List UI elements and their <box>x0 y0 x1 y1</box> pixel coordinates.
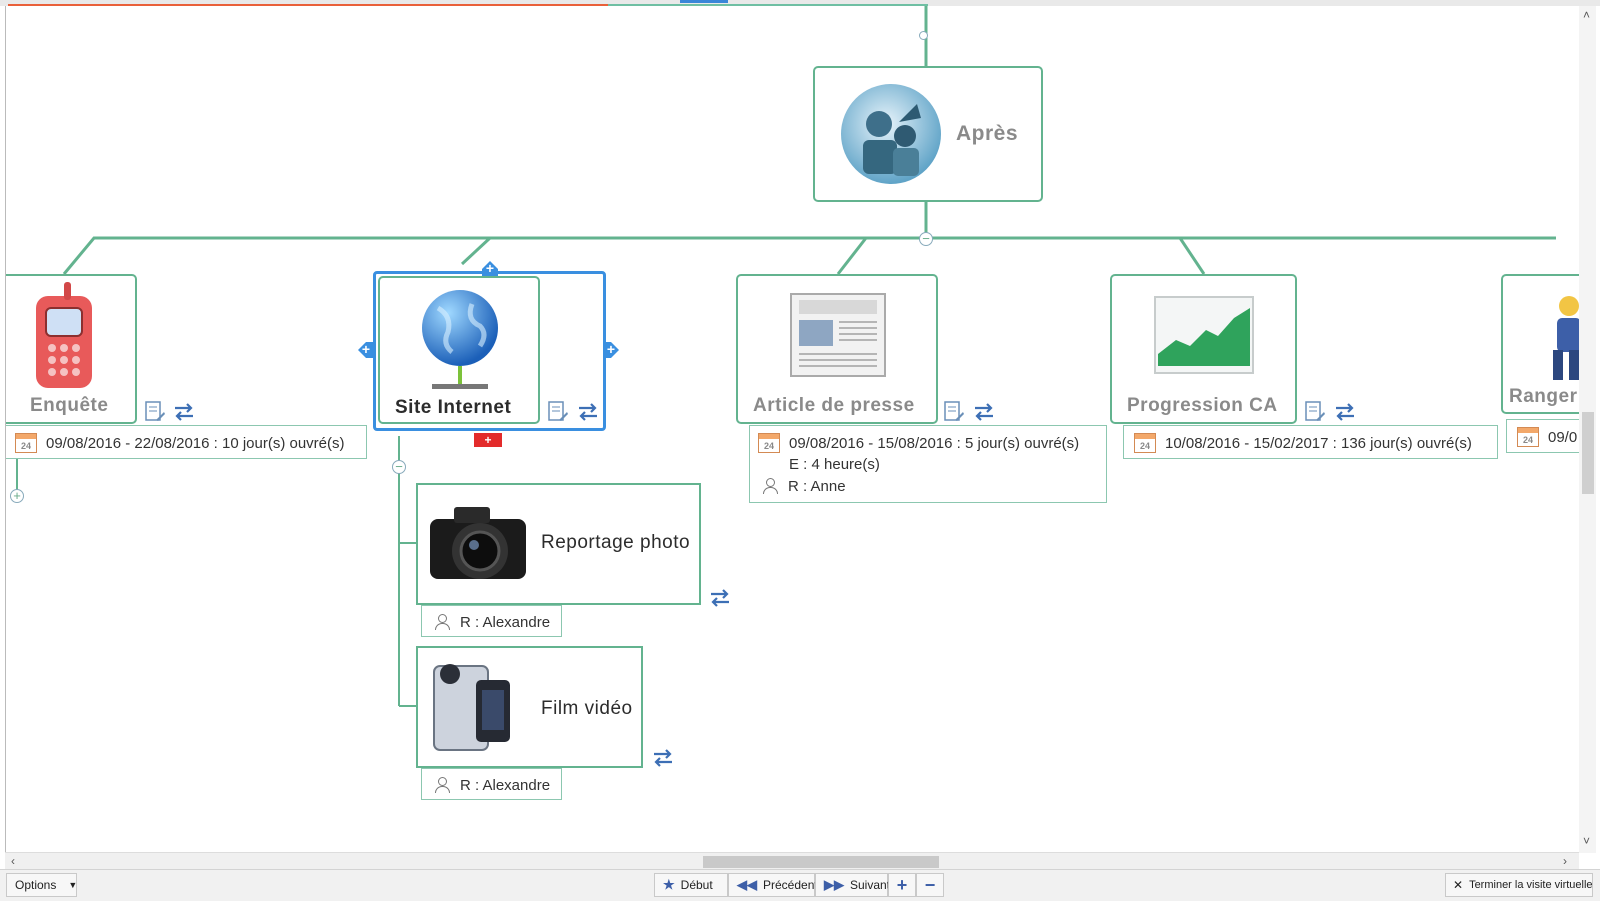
node-article-presse-resource: R : Anne <box>788 477 846 495</box>
chevron-down-icon: ▼ <box>68 880 78 890</box>
person-icon <box>762 478 778 494</box>
progress-strip-marker <box>680 0 728 3</box>
zoom-out-button[interactable]: − <box>916 873 944 897</box>
options-label: Options <box>15 878 57 892</box>
debut-button[interactable]: ★ Début <box>654 873 728 897</box>
newspaper-icon <box>790 293 886 377</box>
phone-icon <box>36 282 92 388</box>
growth-chart-icon <box>1154 296 1254 374</box>
plus-icon: + <box>896 874 908 895</box>
node-progression-ca-label: Progression CA <box>1127 395 1278 416</box>
link-icon[interactable] <box>1333 402 1357 422</box>
node-progression-ca[interactable]: Progression CA <box>1110 274 1297 424</box>
person-icon <box>434 777 450 793</box>
add-left-handle[interactable]: + <box>358 342 374 358</box>
node-ranger-date: 09/0 <box>1548 428 1578 446</box>
calendar-icon: 24 <box>1134 433 1156 453</box>
zoom-in-button[interactable]: + <box>888 873 916 897</box>
node-ranger[interactable]: Ranger <box>1501 274 1580 414</box>
root-collapse-button[interactable]: − <box>919 232 933 246</box>
node-site-internet-collapse[interactable]: − <box>392 460 406 474</box>
child-reportage-photo[interactable]: Reportage photo <box>416 483 701 605</box>
child-film-video-label: Film vidéo <box>541 698 633 719</box>
link-icon[interactable] <box>172 402 196 422</box>
debut-label: Début <box>680 878 713 892</box>
node-enquete-label: Enquête <box>30 395 109 416</box>
root-top-collapse[interactable] <box>919 31 928 40</box>
person-icon <box>434 614 450 630</box>
terminer-label: Terminer la visite virtuelle <box>1469 879 1593 891</box>
presentation-toolbar: Options ▼ ★ Début ◀◀ Précédent ▶▶ Suivan… <box>0 869 1600 901</box>
suivant-button[interactable]: ▶▶ Suivant <box>815 873 891 897</box>
people-icon <box>841 84 941 184</box>
node-article-presse-effort: E : 4 heure(s) <box>789 455 880 473</box>
precedent-button[interactable]: ◀◀ Précédent <box>728 873 818 897</box>
note-icon[interactable] <box>547 400 569 422</box>
child-film-video[interactable]: Film vidéo <box>416 646 643 768</box>
add-top-handle[interactable]: + <box>482 261 498 277</box>
scroll-right-arrow[interactable]: › <box>1563 854 1567 868</box>
options-button[interactable]: Options ▼ <box>6 873 77 897</box>
link-icon[interactable] <box>972 402 996 422</box>
node-enquete-date: 09/08/2016 - 22/08/2016 : 10 jour(s) ouv… <box>46 434 345 452</box>
child-reportage-photo-resource: R : Alexandre <box>460 613 551 631</box>
video-camera-icon <box>433 664 510 751</box>
connector-lines <box>16 6 1556 707</box>
star-icon: ★ <box>663 877 675 892</box>
note-icon[interactable] <box>144 400 166 422</box>
note-icon[interactable] <box>1304 400 1326 422</box>
camera-icon <box>430 507 526 579</box>
node-enquete-info: 24 09/08/2016 - 22/08/2016 : 10 jour(s) o… <box>6 425 367 459</box>
calendar-icon: 24 <box>15 433 37 453</box>
horizontal-scroll-thumb[interactable] <box>703 856 939 868</box>
node-article-presse-date: 09/08/2016 - 15/08/2016 : 5 jour(s) ouvr… <box>789 434 1080 452</box>
calendar-icon: 24 <box>1517 427 1539 447</box>
calendar-icon: 24 <box>758 433 780 453</box>
node-progression-ca-info: 24 10/08/2016 - 15/02/2017 : 136 jour(s) … <box>1123 425 1498 459</box>
node-site-internet[interactable]: Site Internet <box>378 276 540 424</box>
node-ranger-label: Ranger <box>1509 386 1578 407</box>
child-reportage-photo-info: R : Alexandre <box>421 605 562 637</box>
globe-icon <box>422 290 498 389</box>
node-ranger-info: 24 09/0 <box>1506 419 1580 453</box>
root-node-label: Après <box>956 122 1019 145</box>
node-article-presse[interactable]: Article de presse <box>736 274 938 424</box>
child-film-video-info: R : Alexandre <box>421 768 562 800</box>
suivant-label: Suivant <box>850 878 891 892</box>
scroll-left-arrow[interactable]: ‹ <box>11 854 15 868</box>
node-enquete-expand[interactable]: + <box>10 489 24 503</box>
link-icon[interactable] <box>708 588 732 608</box>
progress-strip-red <box>8 4 608 6</box>
horizontal-scrollbar[interactable]: ‹ › <box>5 852 1579 870</box>
terminer-visite-button[interactable]: ✕ Terminer la visite virtuelle <box>1445 873 1593 897</box>
swiss-flag-icon: + <box>474 433 502 447</box>
scroll-down-arrow[interactable]: ˅ <box>1583 834 1591 848</box>
previous-icon: ◀◀ <box>737 877 757 892</box>
child-reportage-photo-label: Reportage photo <box>541 532 691 553</box>
add-right-handle[interactable]: + <box>603 342 619 358</box>
node-article-presse-label: Article de presse <box>753 395 915 416</box>
mindmap-canvas[interactable]: − Après Enquête <box>5 6 1580 853</box>
vertical-scroll-thumb[interactable] <box>1582 412 1594 494</box>
node-article-presse-info: 24 09/08/2016 - 15/08/2016 : 5 jour(s) ou… <box>749 425 1107 503</box>
progress-strip <box>0 0 1600 6</box>
note-icon[interactable] <box>943 400 965 422</box>
node-enquete[interactable]: Enquête <box>6 274 137 424</box>
scroll-up-arrow[interactable]: ˄ <box>1583 8 1591 22</box>
precedent-label: Précédent <box>763 878 818 892</box>
next-icon: ▶▶ <box>824 877 844 892</box>
link-icon[interactable] <box>576 402 600 422</box>
node-site-internet-label: Site Internet <box>395 397 512 418</box>
node-progression-ca-date: 10/08/2016 - 15/02/2017 : 136 jour(s) ou… <box>1165 434 1472 452</box>
close-icon: ✕ <box>1453 878 1464 892</box>
vertical-scrollbar[interactable]: ˄ ˅ <box>1579 6 1596 853</box>
progress-strip-teal <box>608 4 928 6</box>
minus-icon: − <box>924 874 936 895</box>
child-film-video-resource: R : Alexandre <box>460 776 551 794</box>
link-icon[interactable] <box>651 748 675 768</box>
root-node[interactable]: Après <box>813 66 1043 202</box>
worker-icon <box>1553 296 1580 380</box>
